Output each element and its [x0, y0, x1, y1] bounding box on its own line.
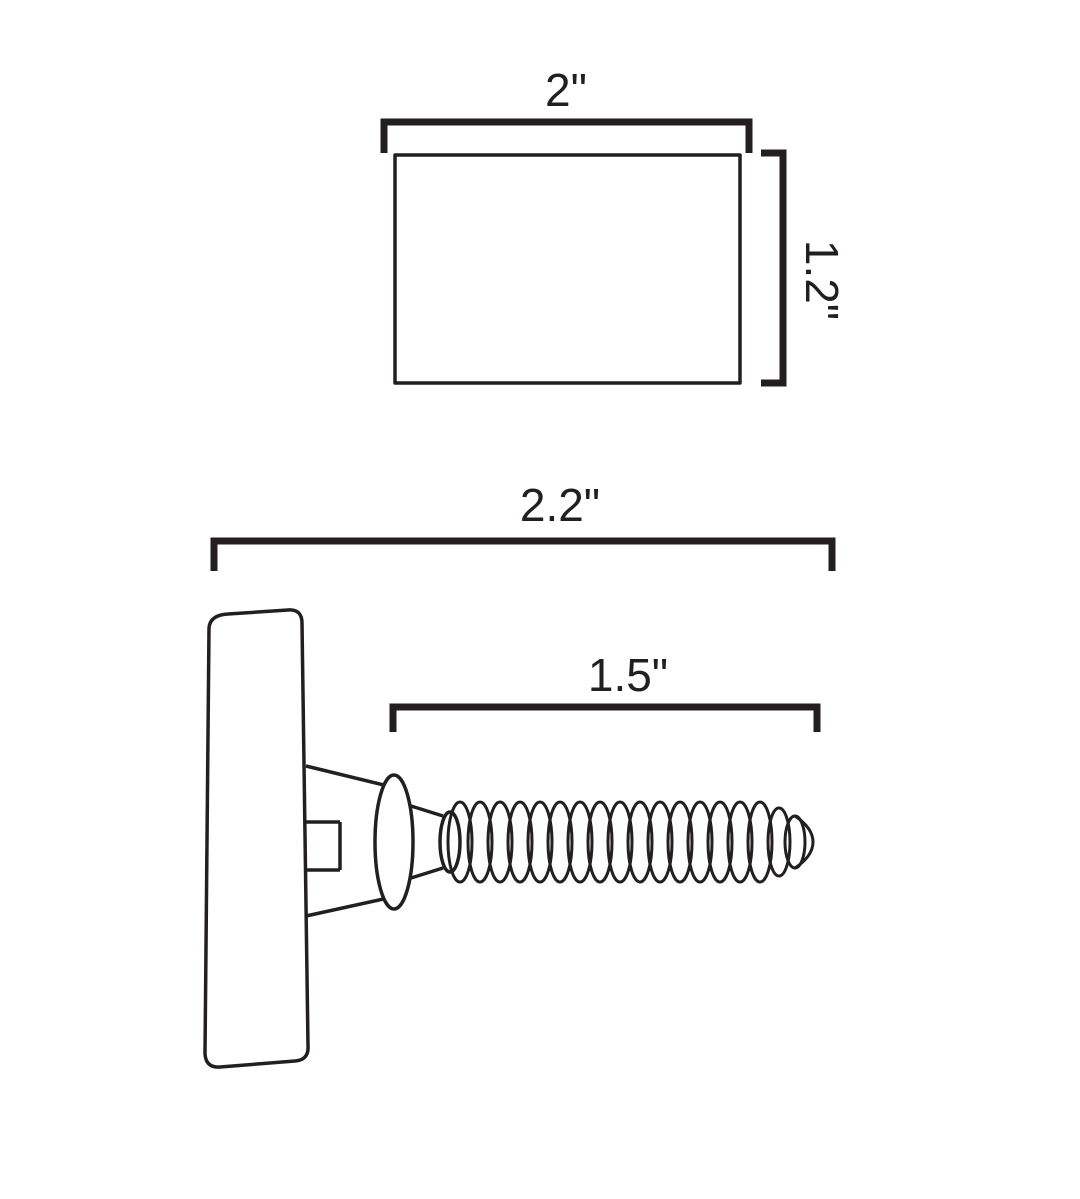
thread-coil	[746, 800, 774, 884]
overall-dim-bracket	[210, 537, 836, 571]
thread-coil	[466, 800, 494, 884]
thread-coil	[586, 800, 614, 884]
thread-coil	[606, 800, 634, 884]
thread-coil	[546, 800, 574, 884]
thread-coil	[726, 800, 754, 884]
collar-ellipse	[373, 773, 415, 911]
thread-coil	[646, 800, 674, 884]
neck-taper-top	[410, 804, 444, 818]
overall-dim-label: 2.2"	[520, 479, 600, 531]
thread-coil	[626, 800, 654, 884]
thread-dim-bracket	[389, 703, 821, 732]
width-dim-bracket	[380, 118, 753, 153]
plate-outline	[393, 153, 742, 385]
side-view-group: 2.2" 1.5"	[203, 479, 836, 1069]
width-dim-label: 2"	[545, 64, 587, 116]
thread-coil	[446, 800, 474, 884]
thread-coil	[526, 800, 554, 884]
threads-group	[446, 800, 815, 884]
thread-start-ellipse	[438, 810, 462, 874]
thread-dim-label: 1.5"	[588, 649, 668, 701]
thread-coil	[486, 800, 514, 884]
hub-cone	[305, 764, 389, 918]
hub-step	[304, 820, 342, 872]
height-dim-bracket	[761, 149, 787, 387]
thread-coil	[566, 800, 594, 884]
thread-tip	[783, 814, 807, 870]
thread-coil	[706, 800, 734, 884]
thread-coil	[686, 800, 714, 884]
thread-tip-cap	[794, 814, 815, 870]
t-handle-outline	[203, 608, 310, 1069]
top-view-group: 2" 1.2"	[380, 64, 848, 387]
neck-taper-bottom	[410, 866, 444, 880]
height-dim-label: 1.2"	[796, 240, 848, 320]
thread-coil	[666, 800, 694, 884]
thread-coil	[506, 800, 534, 884]
thread-coil	[766, 806, 792, 878]
